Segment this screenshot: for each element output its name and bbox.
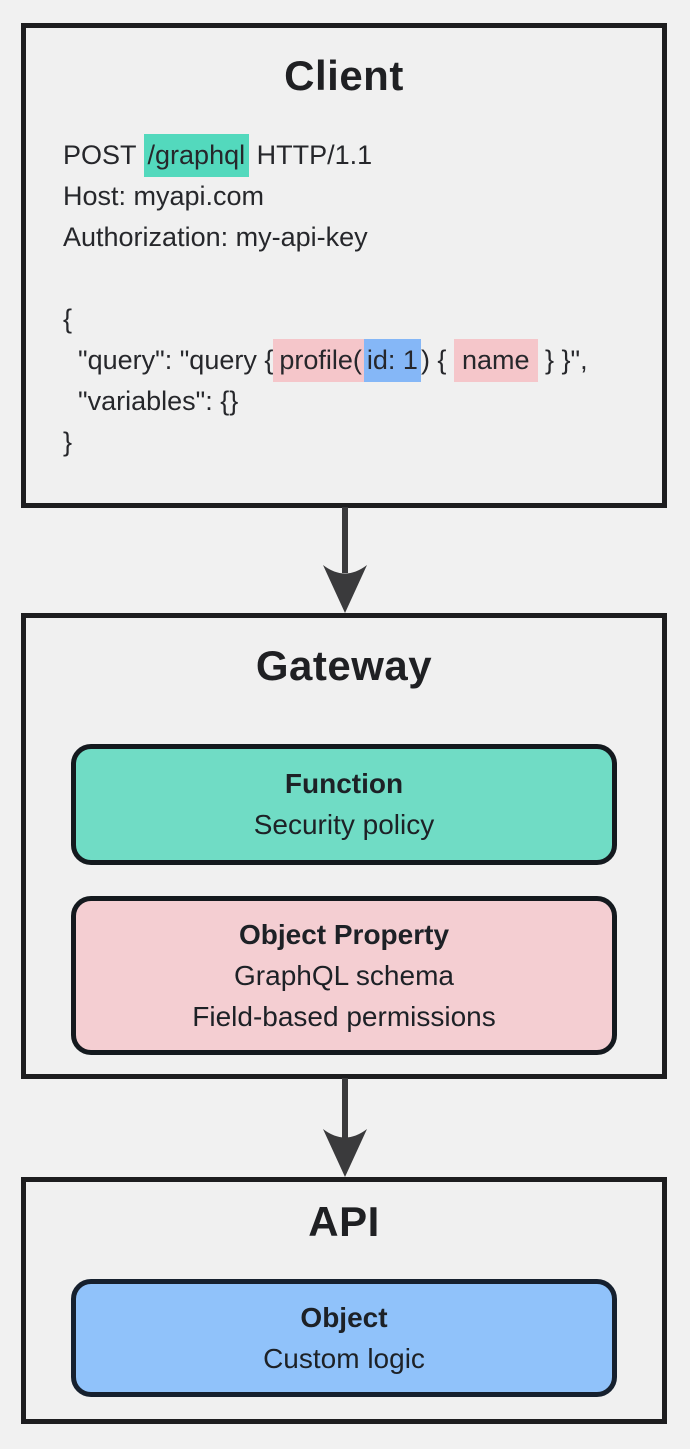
id-argument-highlight: id: 1 [363,339,421,382]
client-http-request: POST /graphql HTTP/1.1 Host: myapi.com A… [26,134,662,463]
object-property-card: Object Property GraphQL schema Field-bas… [71,896,617,1055]
json-open-brace: { [63,304,73,334]
function-card-line: Security policy [253,809,435,840]
gateway-node: Gateway Function Security policy Object … [21,613,667,1079]
arrow-client-to-gateway [323,507,367,613]
request-line-host: Host: myapi.com [63,181,265,211]
object-property-card-line-2: Field-based permissions [192,1001,496,1032]
http-version-text: HTTP/1.1 [249,140,373,170]
object-card: Object Custom logic [71,1279,617,1397]
query-mid-text: ) { [420,345,454,375]
function-card-title: Function [284,768,404,799]
json-variables-line: "variables": {} [63,386,239,416]
request-line-post: POST /graphql HTTP/1.1 [63,134,662,177]
client-node: Client POST /graphql HTTP/1.1 Host: myap… [21,23,667,508]
arrow-gateway-to-api [323,1078,367,1177]
object-property-card-line-1: GraphQL schema [234,960,454,991]
name-field-highlight: name [453,339,538,382]
function-card: Function Security policy [71,744,617,865]
json-close-brace: } [63,427,73,457]
api-title: API [308,1198,380,1245]
object-property-card-title: Object Property [238,919,450,950]
json-query-line: "query": "query {profile(id: 1) { name }… [63,339,662,382]
object-card-title: Object [300,1302,388,1333]
graphql-path-highlight: /graphql [143,134,250,177]
query-prefix-text: "query": "query { [63,345,274,375]
request-line-authorization: Authorization: my-api-key [63,222,368,252]
api-node: API Object Custom logic [21,1177,667,1424]
object-card-line: Custom logic [263,1343,425,1374]
gateway-title: Gateway [255,642,433,689]
query-suffix-text: } }", [537,345,588,375]
post-method-text: POST [63,140,144,170]
blank-line [63,258,662,299]
profile-field-highlight: profile( [273,339,364,382]
client-title: Client [284,52,404,99]
